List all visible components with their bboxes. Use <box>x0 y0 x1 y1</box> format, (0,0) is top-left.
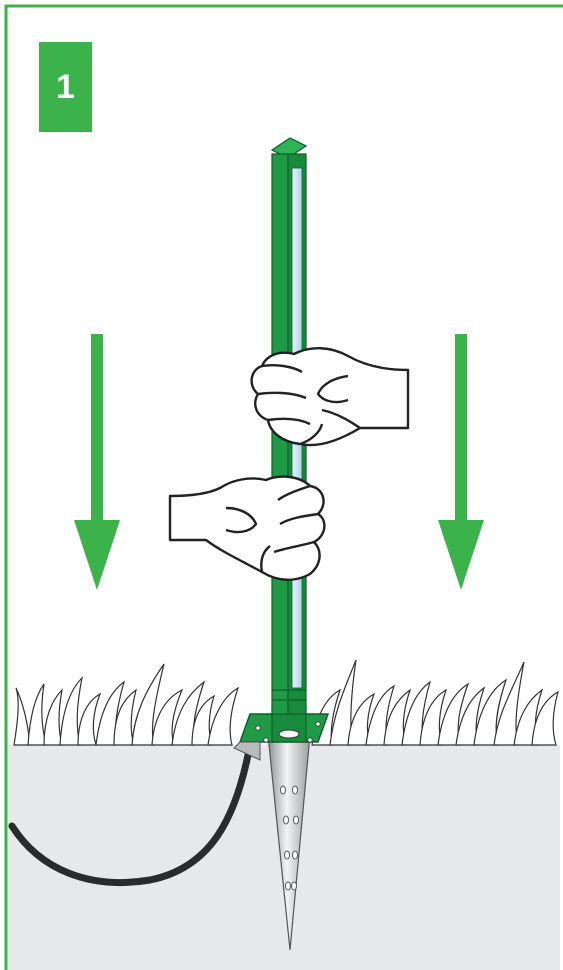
step-badge-bg <box>39 42 92 132</box>
down-arrow-icon <box>438 334 484 590</box>
down-arrow-icon <box>74 334 120 590</box>
panel-frame <box>4 4 563 970</box>
grass-left <box>13 663 240 746</box>
grass-right <box>311 659 559 746</box>
upper-hand-icon <box>250 347 410 447</box>
step-number: 1 <box>56 67 75 106</box>
lower-hand-icon <box>168 475 326 581</box>
mounting-plate <box>233 705 330 761</box>
cable <box>8 741 254 887</box>
ground-spike <box>267 734 311 951</box>
